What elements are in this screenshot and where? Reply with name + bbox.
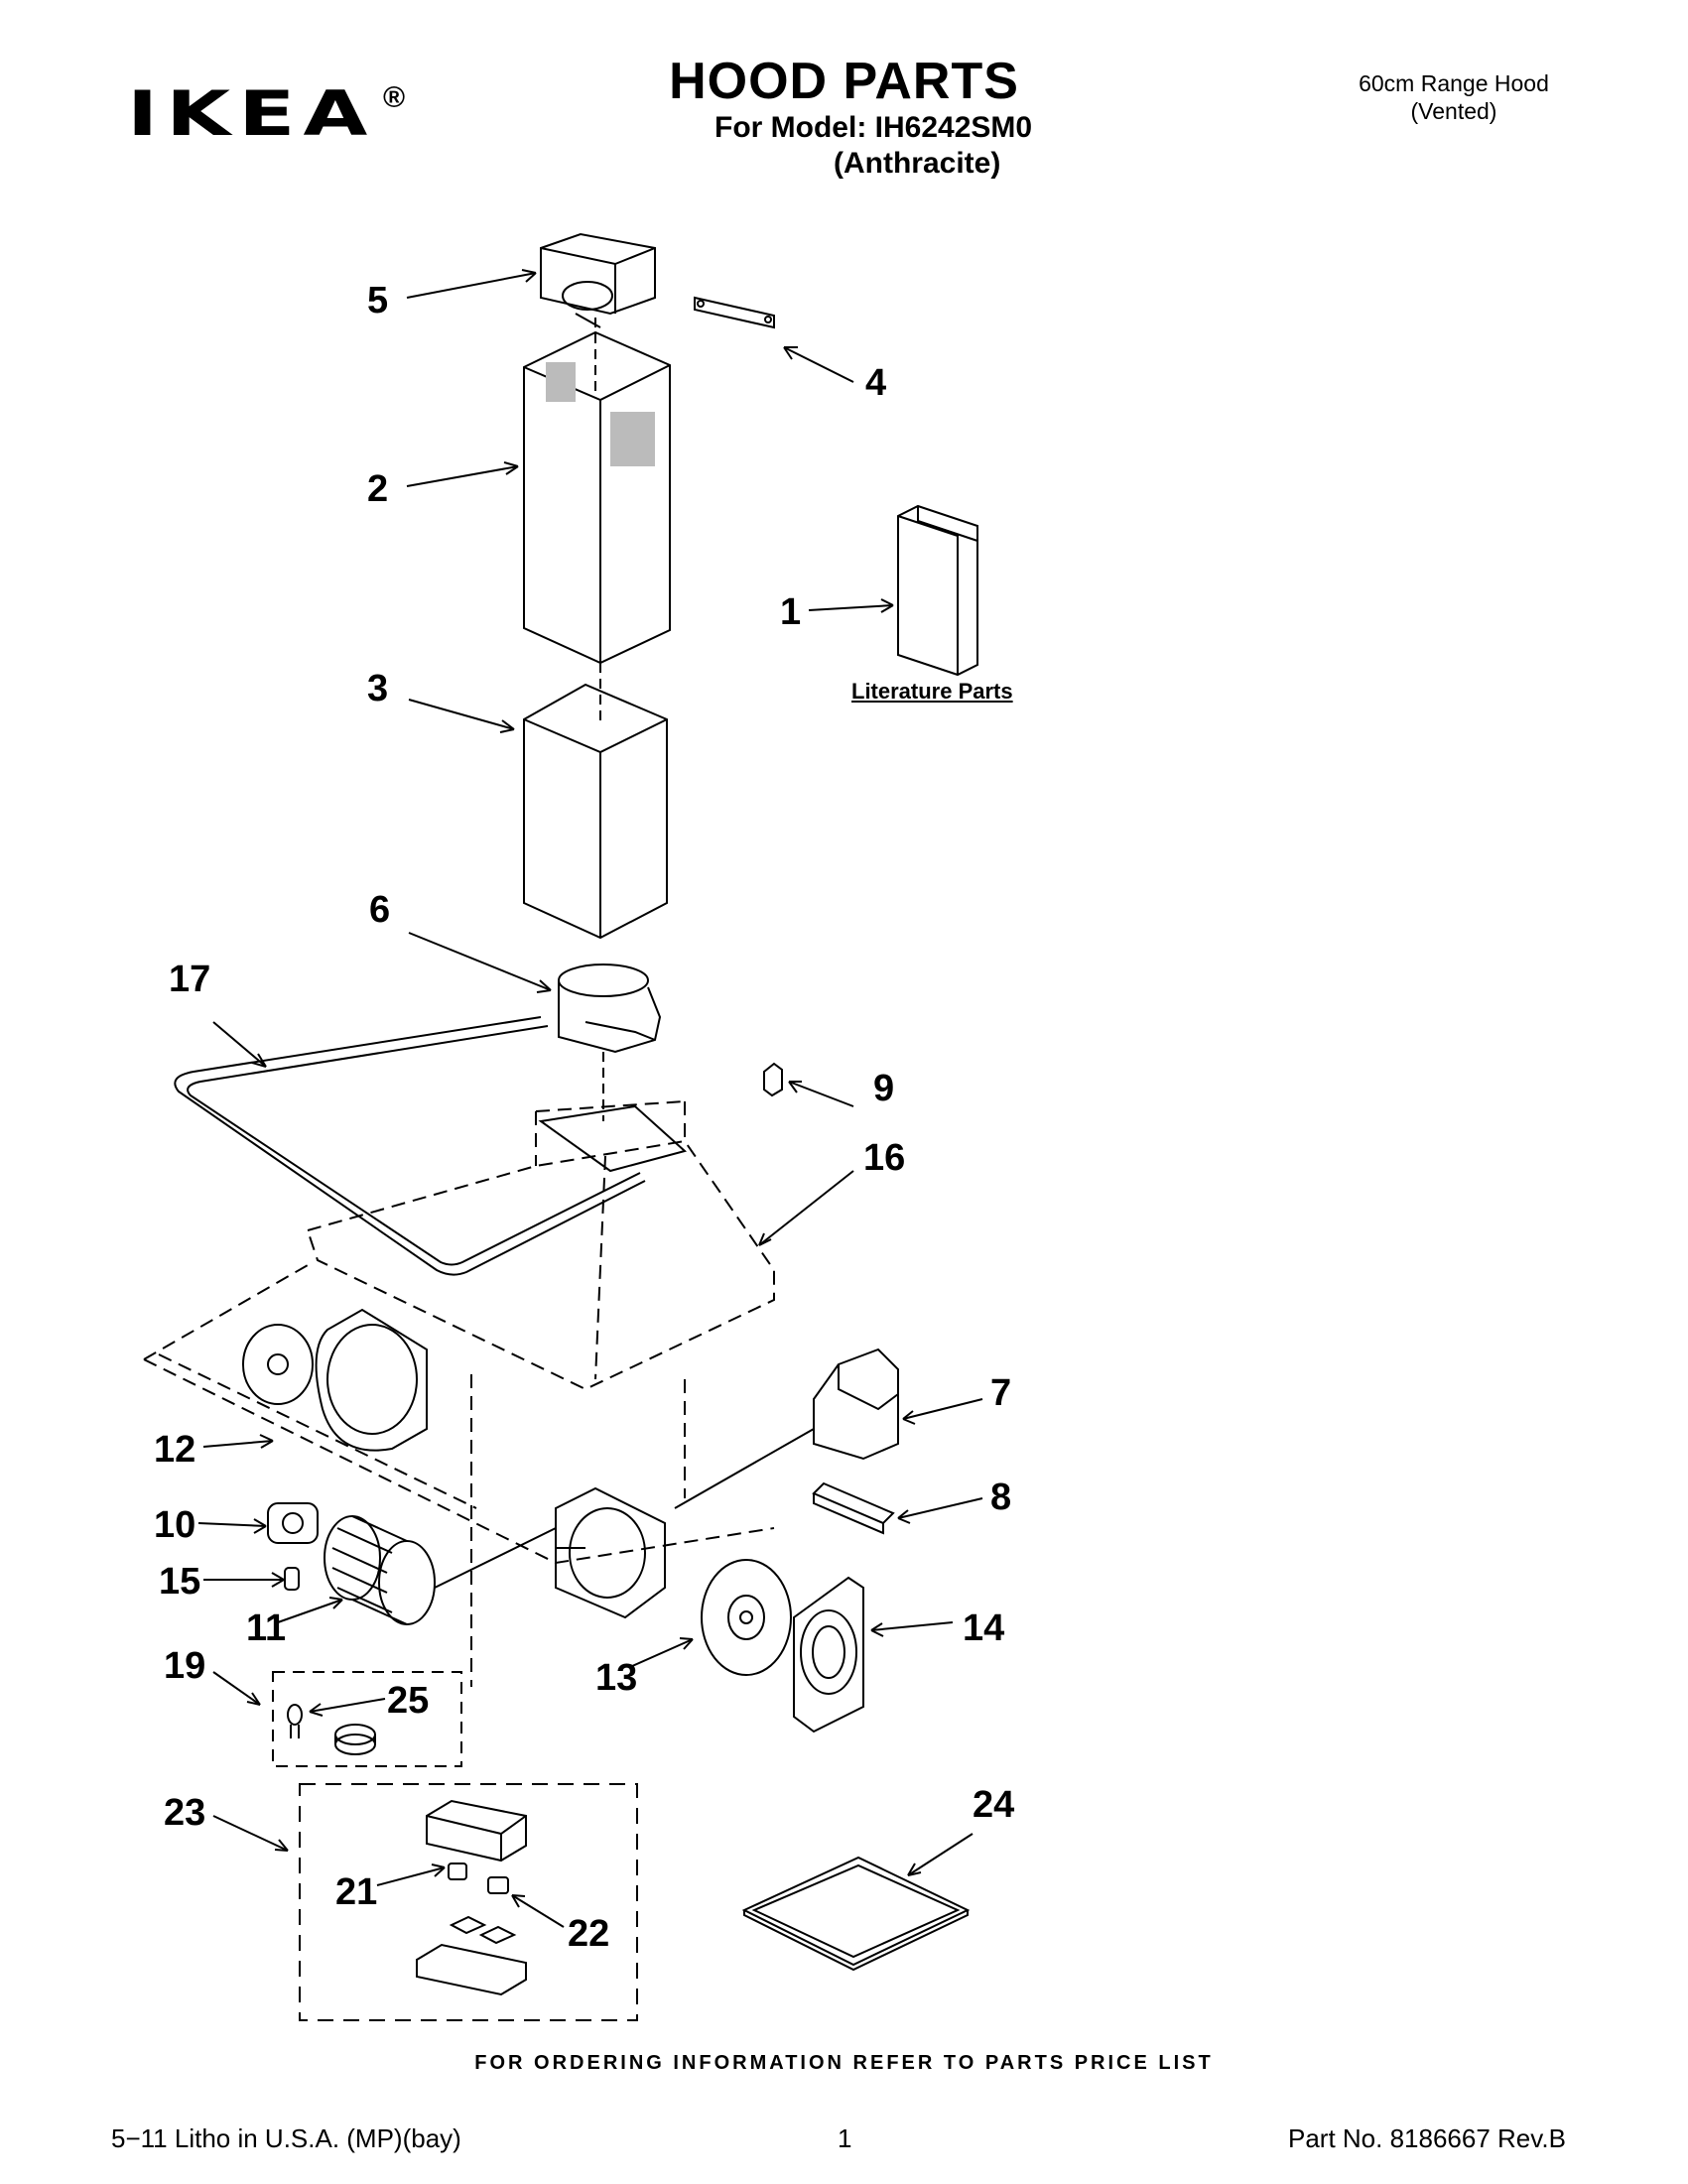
callout-13: 13 bbox=[595, 1657, 638, 1699]
ordering-note: FOR ORDERING INFORMATION REFER TO PARTS … bbox=[474, 2052, 1214, 2074]
motor-part bbox=[267, 1502, 319, 1544]
blower-wheel-part bbox=[324, 1515, 557, 1625]
product-line-2: (Vented) bbox=[1410, 98, 1497, 124]
control-housing-part bbox=[426, 1799, 527, 1863]
inlet-grille-part bbox=[793, 1576, 864, 1734]
callout-22: 22 bbox=[568, 1913, 610, 1955]
callout-10: 10 bbox=[154, 1504, 196, 1546]
callout-12: 12 bbox=[154, 1429, 196, 1471]
product-description: 60cm Range Hood (Vented) bbox=[1335, 69, 1573, 125]
knob-part-21 bbox=[448, 1863, 487, 1935]
product-line-1: 60cm Range Hood bbox=[1359, 70, 1549, 96]
damper-collar-part bbox=[558, 964, 662, 1121]
callout-8: 8 bbox=[990, 1477, 1012, 1518]
callout-24: 24 bbox=[973, 1784, 1015, 1826]
callout-17: 17 bbox=[169, 959, 211, 1000]
lamp-holder-part bbox=[334, 1724, 376, 1755]
duct-transition-part bbox=[540, 232, 656, 328]
switch-board-part bbox=[812, 1481, 895, 1535]
ikea-logo: IKEA bbox=[127, 77, 376, 150]
callout-21: 21 bbox=[335, 1871, 378, 1913]
callout-11: 11 bbox=[246, 1607, 287, 1649]
upper-chimney-part bbox=[523, 318, 671, 665]
clip-part bbox=[763, 1062, 783, 1097]
litho-text: 5−11 Litho in U.S.A. (MP)(bay) bbox=[111, 2123, 461, 2153]
callout-5: 5 bbox=[367, 280, 389, 321]
lower-chimney-part bbox=[523, 663, 668, 940]
hood-canopy-part bbox=[306, 1100, 775, 1391]
color-line: (Anthracite) bbox=[834, 147, 1001, 180]
canopy-mount-plate bbox=[538, 1104, 688, 1173]
callout-15: 15 bbox=[159, 1561, 201, 1603]
control-bracket-part bbox=[674, 1348, 899, 1509]
literature-booklet-part bbox=[897, 504, 978, 677]
callout-6: 6 bbox=[369, 889, 391, 931]
scroll-housing-part bbox=[242, 1308, 428, 1452]
callout-23: 23 bbox=[164, 1792, 206, 1834]
inlet-housing-part bbox=[555, 1486, 666, 1619]
callout-19: 19 bbox=[164, 1645, 206, 1687]
page-number: 1 bbox=[838, 2123, 852, 2153]
callout-7: 7 bbox=[990, 1372, 1012, 1414]
page-title: HOOD PARTS bbox=[669, 53, 1019, 110]
motor-plate-part bbox=[701, 1559, 792, 1676]
callout-25: 25 bbox=[387, 1680, 430, 1722]
callout-14: 14 bbox=[963, 1607, 1005, 1649]
callout-4: 4 bbox=[865, 362, 887, 404]
literature-parts-label: Literature Parts bbox=[851, 679, 1013, 704]
callout-2: 2 bbox=[367, 468, 389, 510]
callout-16: 16 bbox=[863, 1137, 906, 1179]
grease-filter-part bbox=[741, 1856, 971, 1972]
gasket-strip-part bbox=[174, 1016, 646, 1276]
leader-lines bbox=[197, 269, 983, 1928]
part-number: Part No. 8186667 Rev.B bbox=[1288, 2123, 1566, 2153]
control-kit-box bbox=[299, 1783, 638, 2021]
callout-1: 1 bbox=[780, 591, 802, 633]
light-kit-box bbox=[272, 1671, 462, 1767]
callout-9: 9 bbox=[873, 1068, 895, 1109]
registered-mark: ® bbox=[383, 81, 406, 114]
knob-part-22 bbox=[478, 1876, 517, 1945]
bulb-part bbox=[287, 1704, 303, 1738]
callout-3: 3 bbox=[367, 668, 389, 709]
chimney-bracket-part bbox=[694, 296, 775, 329]
control-tray-part bbox=[416, 1943, 527, 1996]
capacitor-part bbox=[284, 1567, 300, 1591]
model-line: For Model: IH6242SM0 bbox=[714, 111, 1033, 144]
